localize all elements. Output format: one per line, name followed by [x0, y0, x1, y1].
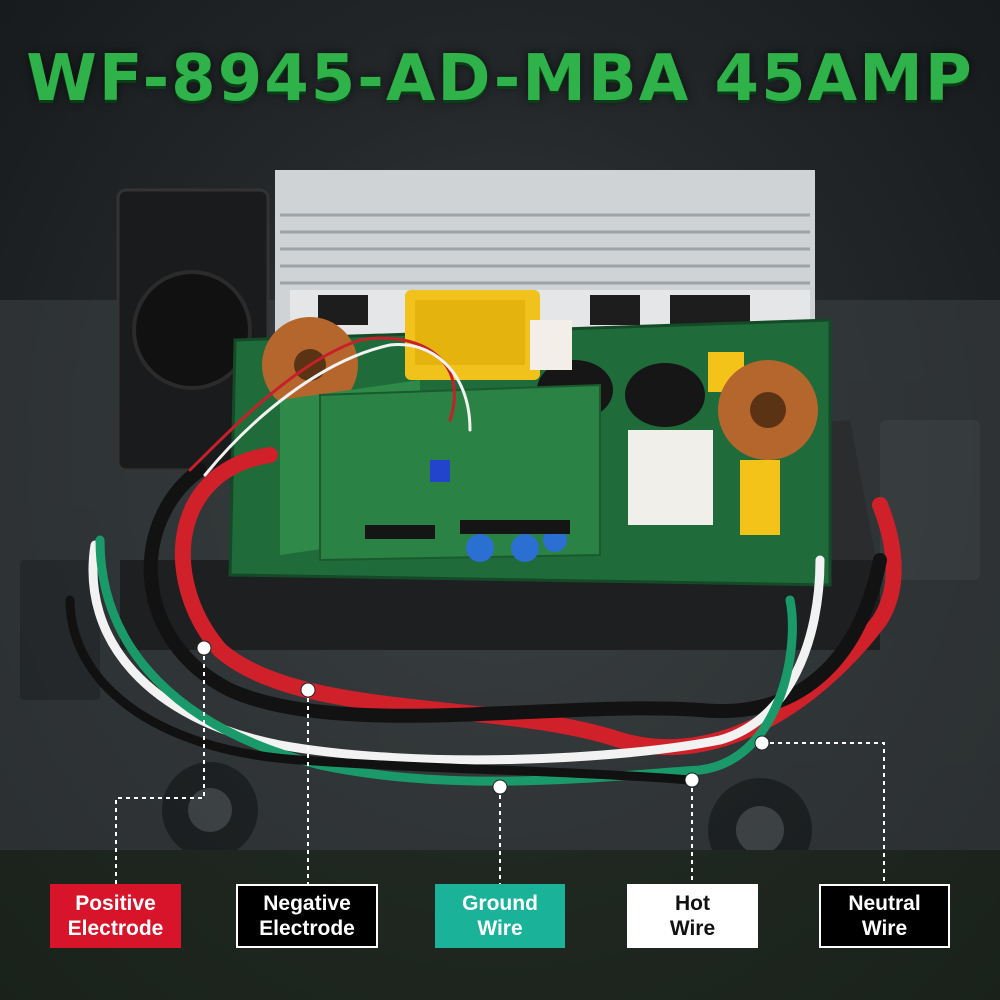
wire-harness: [65, 336, 902, 786]
label-line: Electrode: [67, 917, 164, 940]
neutral-wire-label: Neutral Wire: [819, 884, 950, 948]
ground-wire-label: Ground Wire: [435, 884, 565, 948]
control-board: [280, 380, 601, 562]
callout-lines: [115, 648, 885, 884]
hot-wire-label: Hot Wire: [627, 884, 758, 948]
label-line: Negative: [263, 892, 351, 915]
cooling-fan: [116, 188, 270, 472]
callout-dots: [196, 640, 770, 795]
label-line: Hot: [675, 892, 710, 915]
label-line: Wire: [669, 917, 716, 940]
label-line: Neutral: [848, 892, 921, 915]
label-line: Wire: [477, 917, 523, 940]
negative-electrode-label: Negative Electrode: [236, 884, 378, 948]
label-line: Wire: [861, 917, 908, 940]
label-line: Electrode: [259, 917, 355, 940]
label-line: Ground: [462, 892, 538, 915]
positive-electrode-label: Positive Electrode: [50, 884, 181, 948]
label-line: Positive: [75, 892, 156, 915]
product-title: WF-8945-AD-MBA 45AMP: [26, 42, 974, 116]
